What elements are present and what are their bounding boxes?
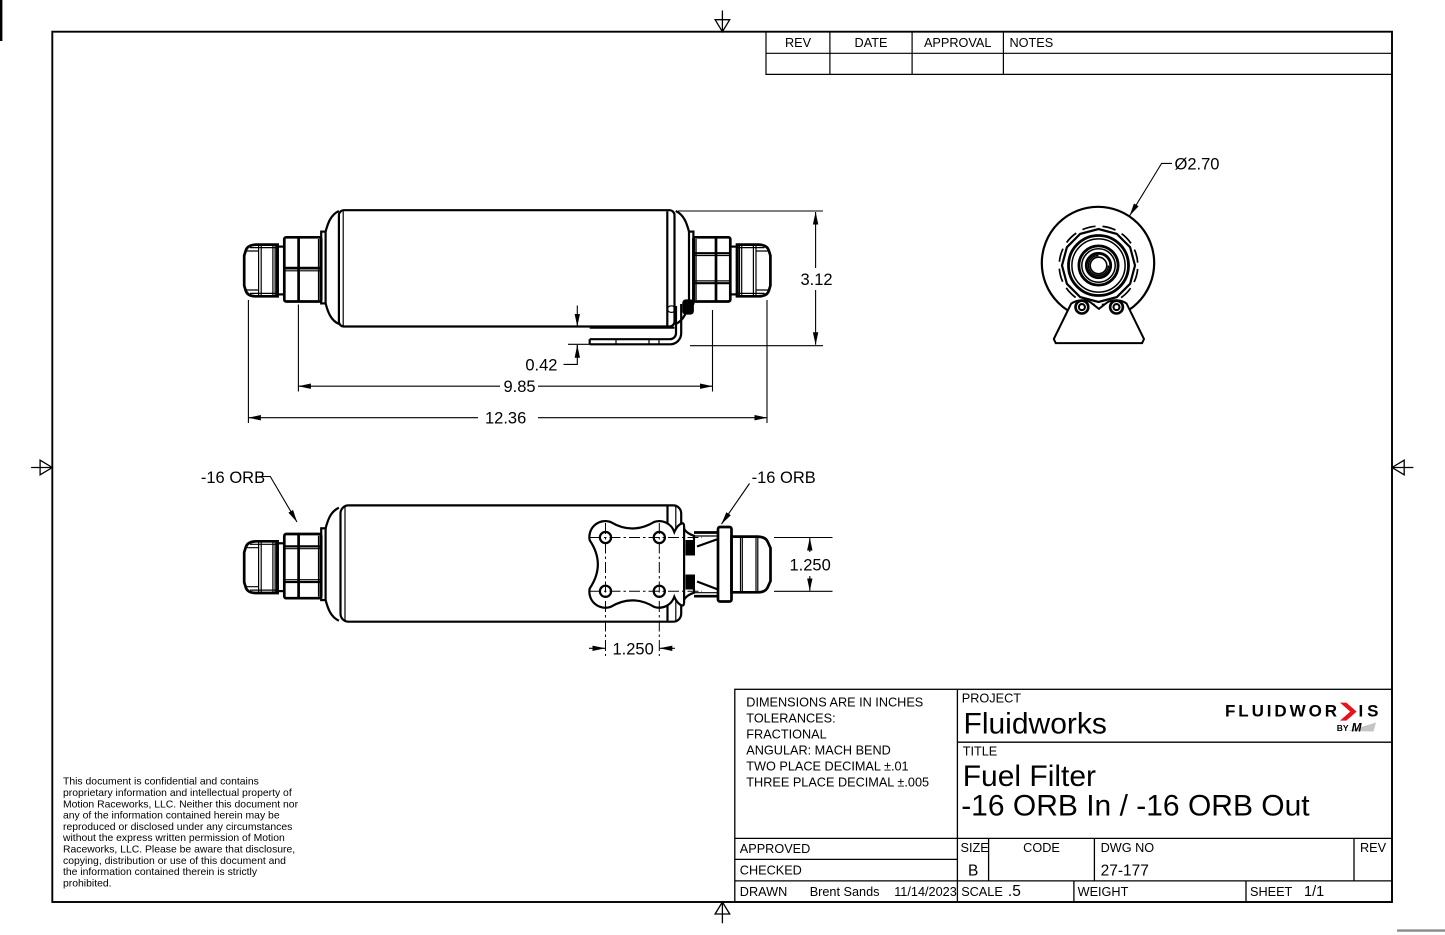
svg-text:NOTES: NOTES xyxy=(1010,36,1054,50)
svg-text:WEIGHT: WEIGHT xyxy=(1078,885,1129,899)
svg-text:0.42: 0.42 xyxy=(525,356,557,374)
svg-text:SHEET: SHEET xyxy=(1250,885,1293,899)
svg-text:Motion Raceworks, LLC. Neither: Motion Raceworks, LLC. Neither this docu… xyxy=(63,799,299,810)
svg-text:DIMENSIONS ARE IN INCHES: DIMENSIONS ARE IN INCHES xyxy=(746,696,923,710)
svg-text:copying, distribution or use o: copying, distribution or use of this doc… xyxy=(63,856,286,867)
svg-text:DRAWN: DRAWN xyxy=(740,885,787,899)
svg-text:proprietary information and in: proprietary information and intellectual… xyxy=(63,788,292,799)
svg-text:without the express written pe: without the express written permission o… xyxy=(62,833,285,844)
svg-text:.5: .5 xyxy=(1008,883,1021,900)
svg-text:SCALE: SCALE xyxy=(961,885,1003,899)
svg-text:Brent Sands: Brent Sands xyxy=(810,885,880,899)
svg-text:9.85: 9.85 xyxy=(504,378,536,396)
svg-text:This document is confidential: This document is confidential and contai… xyxy=(63,777,259,788)
svg-text:APPROVED: APPROVED xyxy=(740,842,811,856)
svg-text:REV: REV xyxy=(1360,841,1387,855)
svg-text:Ø2.70: Ø2.70 xyxy=(1175,156,1220,174)
svg-text:1/1: 1/1 xyxy=(1304,884,1324,900)
svg-text:B: B xyxy=(968,863,978,880)
svg-text:reproduced or disclosed under: reproduced or disclosed under any circum… xyxy=(63,822,292,833)
svg-text:FLUIDWOR: FLUIDWOR xyxy=(1225,702,1337,721)
svg-text:APPROVAL: APPROVAL xyxy=(924,36,991,50)
svg-text:-16 ORB: -16 ORB xyxy=(201,469,265,487)
svg-text:Fuel Filter: Fuel Filter xyxy=(963,760,1096,793)
svg-text:DATE: DATE xyxy=(855,36,888,50)
svg-text:M: M xyxy=(1352,721,1363,735)
svg-text:1.250: 1.250 xyxy=(613,641,654,659)
svg-text:12.36: 12.36 xyxy=(485,409,526,427)
svg-text:CHECKED: CHECKED xyxy=(740,864,802,878)
svg-text:TITLE: TITLE xyxy=(963,745,998,759)
svg-text:TOLERANCES:: TOLERANCES: xyxy=(746,712,835,726)
svg-text:FRACTIONAL: FRACTIONAL xyxy=(746,728,826,742)
svg-text:PROJECT: PROJECT xyxy=(962,692,1021,706)
svg-text:3.12: 3.12 xyxy=(801,271,833,289)
svg-text:-16 ORB: -16 ORB xyxy=(752,469,816,487)
svg-text:prohibited.: prohibited. xyxy=(63,878,112,889)
svg-text:TWO PLACE DECIMAL ±.01: TWO PLACE DECIMAL ±.01 xyxy=(746,760,908,774)
svg-text:27-177: 27-177 xyxy=(1101,863,1149,880)
svg-text:REV: REV xyxy=(785,36,812,50)
svg-text:ANGULAR: MACH BEND: ANGULAR: MACH BEND xyxy=(746,744,891,758)
svg-text:DWG NO: DWG NO xyxy=(1101,841,1155,855)
svg-text:11/14/2023: 11/14/2023 xyxy=(894,885,957,899)
svg-text:Raceworks, LLC. Please be awar: Raceworks, LLC. Please be aware that dis… xyxy=(63,845,295,856)
svg-text:-16 ORB In / -16 ORB Out: -16 ORB In / -16 ORB Out xyxy=(961,789,1310,822)
svg-text:Fluidworks: Fluidworks xyxy=(964,708,1107,741)
svg-text:the information contained ther: the information contained therein is str… xyxy=(63,867,258,878)
svg-text:1.250: 1.250 xyxy=(790,557,831,575)
svg-text:CODE: CODE xyxy=(1023,841,1060,855)
svg-text:BY: BY xyxy=(1337,723,1349,733)
svg-text:any of the information contain: any of the information contained herein … xyxy=(63,811,280,822)
svg-text:IS: IS xyxy=(1359,702,1379,721)
svg-text:SIZE: SIZE xyxy=(961,841,989,855)
svg-text:THREE PLACE DECIMAL ±.005: THREE PLACE DECIMAL ±.005 xyxy=(746,776,929,790)
